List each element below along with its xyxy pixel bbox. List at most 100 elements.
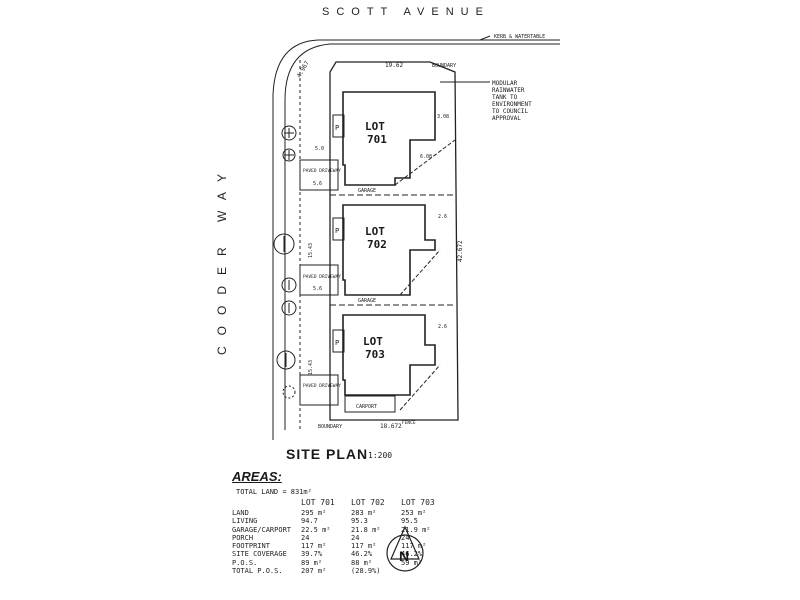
tree-7 (282, 385, 296, 399)
tree-2 (282, 148, 296, 162)
driveway-702 (299, 264, 339, 296)
row-label: FOOTPRINT (232, 542, 270, 551)
row-value: 21.8 m² (351, 525, 381, 534)
driveway-703 (299, 374, 339, 406)
tank-note-3: TANK TO (492, 94, 518, 101)
areas-column-header: LOT 701 (301, 497, 335, 507)
tank-note-6: APPROVAL (492, 115, 521, 122)
row-value: 46.2% (401, 550, 423, 559)
lot-702-label-line2: 702 (367, 238, 387, 251)
lot-702-driveway: PAVED DRIVEWAY (303, 274, 341, 280)
tank-note-4: ENVIRONMENT (492, 101, 532, 108)
row-value: 253 m² (401, 509, 427, 517)
row-value: 88 m² (351, 558, 373, 567)
row-value: 24 (351, 533, 360, 542)
tank-note-2: RAINWATER (492, 87, 525, 94)
lot-701-garage: GARAGE (358, 188, 376, 194)
row-value: (28.9%) (351, 567, 381, 576)
porch-box-701 (332, 114, 345, 138)
table-row: LAND 295 m² 283 m² 253 m² (232, 509, 451, 517)
row-value: 39.7% (301, 550, 323, 559)
lot-703-label-line1: LOT (363, 335, 383, 348)
row-value: 21.9 m² (401, 525, 431, 534)
table-row: GARAGE/CARPORT 22.5 m² 21.8 m² 21.9 m² (232, 526, 451, 534)
lot-703-driveway: PAVED DRIVEWAY (303, 383, 341, 389)
corner-curve-inner (284, 43, 331, 430)
row-label: TOTAL P.O.S. (232, 567, 283, 576)
table-row: PORCH 24 24 24 (232, 534, 451, 542)
row-label: LAND (232, 509, 249, 517)
areas-heading: AREAS: (232, 469, 282, 484)
row-value: 22.5 m² (301, 525, 331, 534)
lot-701-width: 5.6 (313, 181, 322, 187)
porch-box-702 (332, 217, 345, 241)
row-value: 24 (301, 533, 310, 542)
lot-702-depth: 15.43 (308, 243, 314, 258)
site-plan-title: SITE PLAN (286, 446, 369, 462)
kerb-note: KERB & WATERTABLE (494, 34, 545, 40)
tree-1 (281, 125, 297, 141)
row-label: GARAGE/CARPORT (232, 525, 292, 534)
kerb-note-leader (479, 35, 491, 41)
side-dim-b: 6.08 (420, 154, 432, 160)
corner-curve (272, 39, 319, 440)
side-dim-d: 2.6 (438, 324, 447, 330)
lot-702-width: 5.6 (313, 286, 322, 292)
driveway-701 (299, 159, 339, 191)
tree-5 (281, 300, 297, 316)
top-frontage-dim: 19.62 (385, 62, 403, 69)
side-dim-c: 2.6 (438, 214, 447, 220)
site-boundary (329, 61, 459, 421)
row-value: 117 m² (351, 542, 377, 551)
boundary-top-label: BOUNDARY (432, 63, 456, 69)
tank-note-5: TO COUNCIL (492, 108, 529, 115)
lot-703-building (342, 314, 436, 396)
lot-702-garage: GARAGE (358, 298, 376, 304)
street-name-scott-avenue: SCOTT AVENUE (322, 6, 490, 18)
tree-4 (281, 277, 297, 293)
areas-column-header: LOT 703 (401, 497, 435, 507)
lot-702-label-line1: LOT (365, 225, 385, 238)
north-arrow-icon: N (386, 525, 424, 572)
row-label: PORCH (232, 533, 254, 542)
tree-3 (273, 233, 295, 255)
row-value: 95.5 (401, 517, 418, 526)
side-depth-dim: 42.672 (457, 240, 464, 262)
lot-703-label-line2: 703 (365, 348, 385, 361)
table-row: SITE COVERAGE 39.7% 46.2% 46.2% (232, 550, 451, 558)
side-diagonal-703 (399, 364, 441, 411)
row-value: 24 (401, 533, 410, 542)
lot-703-porch: P (335, 339, 339, 347)
site-plan-drawing: KERB & WATERTABLE 4.967 BOUNDARY 19.62 M… (272, 34, 560, 440)
areas-table: LOT 701 LOT 702 LOT 703 LAND 295 m² 283 … (232, 497, 451, 576)
row-value: 283 m² (351, 509, 377, 517)
row-value: 46.2% (351, 550, 373, 559)
north-arrow-label: N (399, 548, 409, 564)
row-value: 295 m² (301, 509, 327, 517)
lot-701-building (342, 91, 436, 186)
tank-note-1: MODULAR (492, 80, 518, 87)
lot-701-label-line2: 701 (367, 133, 387, 146)
lot-703-carport: CARPORT (356, 404, 377, 410)
lot-701-label-line1: LOT (365, 120, 385, 133)
table-row: TOTAL P.O.S. 207 m² (28.9%) (232, 567, 451, 575)
porch-box-703 (332, 329, 345, 353)
row-value: 117 m² (301, 542, 327, 551)
side-dim-a: 3.08 (437, 114, 449, 120)
bottom-frontage-dim: 18.672 (380, 423, 402, 430)
table-row: LIVING 94.7 95.3 95.5 (232, 517, 451, 525)
total-land-area: TOTAL LAND = 831m² (236, 488, 312, 496)
lot-702-building (342, 204, 436, 296)
row-value: 59 m² (401, 558, 423, 567)
lot-703-depth: 15.43 (308, 360, 314, 375)
row-value: 94.7 (301, 517, 318, 526)
row-label: P.O.S. (232, 558, 258, 567)
areas-table-header: LOT 701 LOT 702 LOT 703 (232, 497, 451, 509)
row-value: 207 m² (301, 567, 327, 576)
lot-701-porch: P (335, 124, 339, 132)
table-row: P.O.S. 89 m² 88 m² 59 m² (232, 559, 451, 567)
row-label: LIVING (232, 517, 258, 526)
boundary-bottom-label: BOUNDARY (318, 424, 342, 430)
tree-6 (276, 350, 296, 370)
side-diagonal-702 (399, 249, 441, 296)
